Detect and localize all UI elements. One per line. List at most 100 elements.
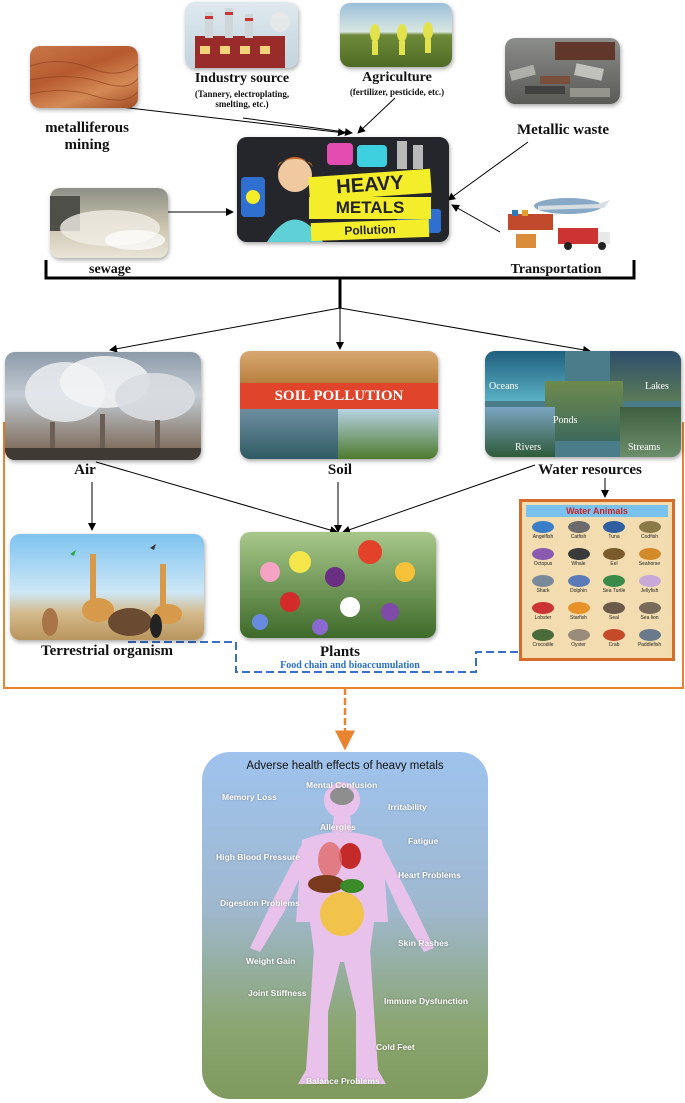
water-animal-name: Codfish xyxy=(641,534,658,540)
water-animal-icon xyxy=(567,548,590,560)
water-animal-name: Dolphin xyxy=(570,588,587,594)
health-title: Adverse health effects of heavy metals xyxy=(246,760,444,772)
water-animal-icon xyxy=(638,629,661,641)
water-animal-cell: Angelfish xyxy=(526,519,560,545)
water-animal-cell: Sea Turtle xyxy=(597,573,631,599)
water-animal-cell: Oyster xyxy=(562,627,596,653)
water-animal-name: Sea lion xyxy=(640,615,659,621)
water-animal-name: Whale xyxy=(571,561,586,567)
health-effect-label: Immune Dysfunction xyxy=(384,996,469,1006)
water-tag-oceans: Oceans xyxy=(489,381,519,392)
water-animal-icon xyxy=(638,575,661,587)
mining-photo xyxy=(30,46,138,108)
arrow-mining xyxy=(119,106,346,137)
center-metals: METALS xyxy=(309,197,431,219)
water-animal-name: Eel xyxy=(610,561,618,567)
water-animal-cell: Codfish xyxy=(633,519,667,545)
water-animal-cell: Lobster xyxy=(526,600,560,626)
water-animal-cell: Dolphin xyxy=(562,573,596,599)
water-animal-name: Seahorse xyxy=(638,561,661,567)
water-animal-cell: Starfish xyxy=(562,600,596,626)
water-label: Water resources xyxy=(538,462,642,478)
body-silhouette xyxy=(250,782,434,1084)
soil-banner: SOIL POLLUTION xyxy=(240,383,438,409)
health-effect-label: Fatigue xyxy=(408,836,439,846)
water-animal-icon xyxy=(603,629,625,641)
water-animal-cell: Seal xyxy=(597,600,631,626)
water-animal-cell: Octopus xyxy=(526,546,560,572)
water-animal-name: Sea Turtle xyxy=(602,588,626,594)
water-animal-icon xyxy=(567,521,590,533)
water-animal-name: Crocodile xyxy=(532,642,554,648)
food-chain-label: Food chain and bioaccumulation xyxy=(280,660,420,671)
arrow-waste xyxy=(447,141,529,201)
water-animal-name: Lobster xyxy=(534,615,552,621)
health-effect-label: Weight Gain xyxy=(246,956,296,966)
arrow-transportation xyxy=(451,204,501,233)
water-animal-cell: Catfish xyxy=(562,519,596,545)
health-effect-label: Skin Rashes xyxy=(398,938,449,948)
water-animal-icon xyxy=(638,521,661,533)
water-animal-name: Paddlefish xyxy=(637,642,662,648)
water-animal-name: Seal xyxy=(608,615,619,621)
water-photo: Oceans Lakes Ponds Rivers Streams xyxy=(485,351,681,457)
waste-label: Metallic waste xyxy=(516,122,610,138)
health-effect-label: Heart Problems xyxy=(398,870,461,880)
health-effect-label: Balance Problems xyxy=(306,1076,380,1086)
water-animal-icon xyxy=(638,548,661,560)
soil-label: Soil xyxy=(327,462,353,478)
water-animal-cell: Crab xyxy=(597,627,631,653)
arrow-industry xyxy=(242,117,353,137)
orange-frame xyxy=(3,422,684,689)
water-animal-icon xyxy=(532,548,554,560)
health-effect-label: Mental Confusion xyxy=(306,780,378,790)
water-tag-streams: Streams xyxy=(628,442,661,453)
water-animal-name: Starfish xyxy=(570,615,587,621)
health-effect-label: Allergies xyxy=(320,822,356,832)
water-animal-cell: Seahorse xyxy=(633,546,667,572)
water-animal-icon xyxy=(567,575,590,587)
water-animal-cell: Jellyfish xyxy=(633,573,667,599)
water-animal-icon xyxy=(603,602,625,614)
water-animal-cell: Whale xyxy=(562,546,596,572)
health-effect-label: Joint Stiffness xyxy=(248,988,307,998)
water-animal-icon xyxy=(567,629,590,641)
water-animal-name: Oyster xyxy=(571,642,586,648)
water-animal-cell: Tuna xyxy=(597,519,631,545)
water-animal-icon xyxy=(532,521,554,533)
plants-photo xyxy=(240,532,436,638)
water-animal-icon xyxy=(532,602,554,614)
food-chain-dashed xyxy=(128,641,560,673)
water-animal-cell: Shark xyxy=(526,573,560,599)
water-animal-cell: Sea lion xyxy=(633,600,667,626)
water-animal-icon xyxy=(603,521,625,533)
water-animals-title: Water Animals xyxy=(526,505,668,517)
agriculture-sub: (fertilizer, pesticide, etc.) xyxy=(349,87,445,97)
health-effect-label: Digestion Problems xyxy=(220,898,300,908)
waste-photo xyxy=(505,38,620,104)
water-animal-name: Crab xyxy=(608,642,620,648)
air-photo xyxy=(5,352,201,460)
water-animal-name: Jellyfish xyxy=(640,588,659,594)
industry-label: Industry source xyxy=(194,71,290,86)
plants-label: Plants xyxy=(319,644,360,660)
health-effect-label: Irritability xyxy=(388,802,427,812)
water-tag-ponds: Ponds xyxy=(553,415,578,426)
industry-sub: (Tannery, electroplating, smelting, etc.… xyxy=(194,89,290,110)
health-effect-label: Cold Feet xyxy=(376,1042,415,1052)
water-animal-icon xyxy=(603,575,625,587)
mining-label: metalliferous mining xyxy=(45,120,129,154)
water-animal-cell: Paddlefish xyxy=(633,627,667,653)
water-animal-name: Shark xyxy=(536,588,550,594)
water-animal-cell: Crocodile xyxy=(526,627,560,653)
agriculture-label: Agriculture xyxy=(362,70,432,85)
water-animal-name: Catfish xyxy=(570,534,587,540)
terrestrial-photo xyxy=(10,534,204,640)
water-tag-lakes: Lakes xyxy=(645,381,669,392)
water-tag-rivers: Rivers xyxy=(515,442,542,453)
water-animal-name: Octopus xyxy=(533,561,553,567)
water-animal-name: Tuna xyxy=(608,534,620,540)
water-animal-icon xyxy=(567,602,590,614)
